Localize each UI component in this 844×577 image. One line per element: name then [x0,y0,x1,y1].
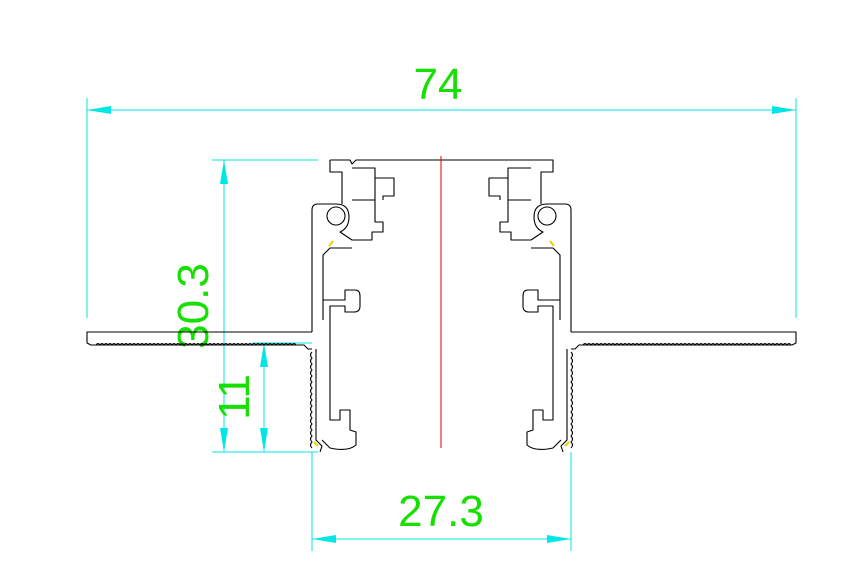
right-outer-wall [555,203,572,332]
arrow-opening-right-icon [547,535,571,543]
arrow-left-icon [87,106,111,114]
arrow-down-icon [220,428,228,452]
right-pivot-housing [499,199,555,241]
arrow-right-icon [772,106,796,114]
highlight-mark-right-bottom [564,441,570,447]
dimension-label-overall-width: 74 [414,60,463,109]
dimension-total-height: 30.3 [169,159,318,453]
left-inner-clip [321,289,361,451]
left-pivot-housing [328,199,384,241]
arrow-opening-left-icon [312,535,336,543]
right-pivot-hole [537,206,557,226]
highlight-mark-left-top [328,240,334,247]
dimension-overall-width: 74 [86,60,797,318]
right-flange-serration [582,342,792,346]
highlight-mark-left-bottom [313,441,319,447]
highlight-mark-right-top [549,240,555,247]
dimension-label-opening-width: 27.3 [398,487,484,536]
right-wall-serration [570,351,574,449]
right-inner-wall [531,247,561,320]
arrow-up-icon [220,160,228,184]
left-pivot-hole [326,206,346,226]
top-rail [329,159,554,204]
left-flange [86,331,312,350]
left-wall-serration [309,351,313,449]
arrow-up-small-icon [260,343,268,367]
left-inner-wall [322,247,352,320]
top-rail-inner [352,167,531,200]
dimension-label-total-height: 30.3 [169,263,218,349]
left-flange-serration [95,342,297,346]
right-flange [571,331,797,350]
right-inner-clip [522,289,562,451]
arrow-down-small-icon [260,428,268,452]
aluminium-profile [86,156,797,453]
left-lower-wall [315,349,323,453]
left-outer-wall [311,203,328,332]
right-lower-wall [560,349,568,453]
dimension-opening-width: 27.3 [311,452,572,551]
dimension-label-lower-height: 11 [210,374,259,420]
